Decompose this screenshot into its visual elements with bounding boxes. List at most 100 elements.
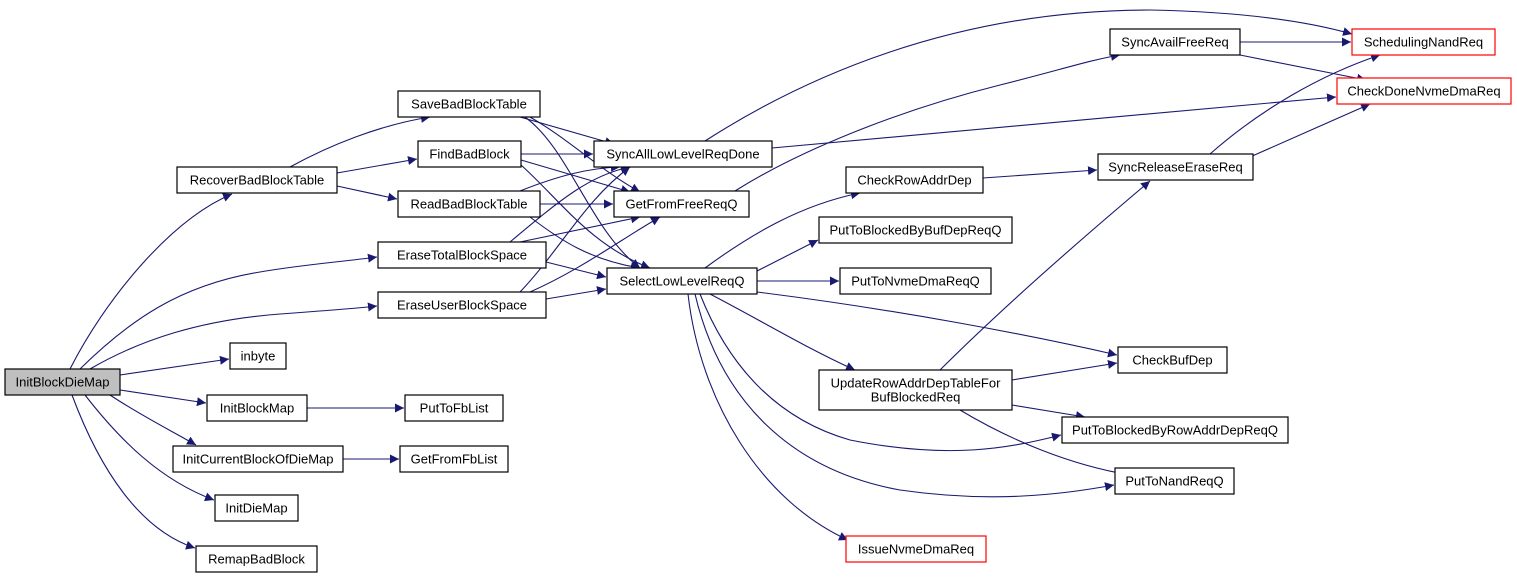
node-put-to-fb-list[interactable]: PutToFbList <box>404 394 504 422</box>
edge-erase-total-block-space-to-sync-all-low-level-req-done <box>509 164 631 243</box>
node-box <box>195 545 318 573</box>
edge-erase-total-block-space-to-select-low-level-req-q <box>545 261 607 280</box>
node-box <box>1109 28 1241 56</box>
node-box <box>818 216 1013 244</box>
node-box <box>397 190 541 218</box>
edge-find-bad-block-to-get-from-free-req-q <box>520 159 631 194</box>
node-read-bad-block-table[interactable]: ReadBadBlockTable <box>397 190 541 218</box>
node-label: InitDieMap <box>225 501 287 516</box>
node-box <box>397 90 541 118</box>
edge-sync-all-low-level-req-done-to-scheduling-nand-req <box>704 9 1353 142</box>
node-init-current-block-of-die-map[interactable]: InitCurrentBlockOfDieMap <box>172 445 344 473</box>
node-box <box>606 267 758 295</box>
node-label: PutToNandReqQ <box>1125 474 1223 489</box>
node-check-done-nvme-dma-req[interactable]: CheckDoneNvmeDmaReq <box>1336 77 1512 105</box>
node-select-low-level-req-q[interactable]: SelectLowLevelReqQ <box>606 267 758 295</box>
node-label: InitBlockMap <box>220 401 294 416</box>
node-check-buf-dep[interactable]: CheckBufDep <box>1117 346 1228 374</box>
node-erase-total-block-space[interactable]: EraseTotalBlockSpace <box>377 241 547 269</box>
edge-init-block-die-map-to-erase-total-block-space <box>79 253 378 370</box>
edge-erase-user-block-space-to-sync-all-low-level-req-done <box>519 166 631 293</box>
edge-recover-bad-block-table-to-save-bad-block-table <box>289 113 431 168</box>
edge-select-low-level-req-q-to-put-to-blocked-by-row-addr-dep-req-q <box>699 293 1062 452</box>
edge-erase-total-block-space-to-get-from-free-req-q <box>519 214 641 243</box>
node-erase-user-block-space[interactable]: EraseUserBlockSpace <box>377 291 547 319</box>
node-label: UpdateRowAddrDepTableFor <box>831 376 1001 391</box>
node-box <box>839 267 992 295</box>
edge-init-block-die-map-to-remap-bad-block <box>71 394 196 550</box>
node-scheduling-nand-req[interactable]: SchedulingNandReq <box>1351 28 1496 56</box>
node-box <box>1114 467 1235 495</box>
edge-init-block-die-map-to-init-die-map <box>84 394 215 502</box>
edge-select-low-level-req-q-to-update-row-addr-dep-table-for-buf-blocked-req <box>709 293 856 371</box>
node-inbyte[interactable]: inbyte <box>229 342 287 370</box>
node-box <box>845 535 987 563</box>
edge-recover-bad-block-table-to-read-bad-block-table <box>336 185 398 202</box>
edge-init-block-die-map-to-recover-bad-block-table <box>69 193 233 370</box>
node-label: InitBlockDieMap <box>16 375 110 390</box>
edge-update-row-addr-dep-table-for-buf-blocked-req-to-put-to-blocked-by-row-addr-dep-req-q <box>1011 404 1086 420</box>
node-label: CheckBufDep <box>1132 353 1212 368</box>
node-sync-all-low-level-req-done[interactable]: SyncAllLowLevelReqDone <box>593 140 773 168</box>
node-save-bad-block-table[interactable]: SaveBadBlockTable <box>397 90 541 118</box>
node-label: SyncAllLowLevelReqDone <box>606 147 759 162</box>
node-put-to-nand-req-q[interactable]: PutToNandReqQ <box>1114 467 1235 495</box>
edge-select-low-level-req-q-to-put-to-blocked-by-buf-dep-req-q <box>756 239 819 272</box>
node-box <box>818 369 1013 411</box>
node-label: PutToBlockedByRowAddrDepReqQ <box>1072 423 1278 438</box>
node-label: PutToNvmeDmaReqQ <box>851 274 980 289</box>
edge-get-from-free-req-q-to-sync-avail-free-req <box>734 52 1121 192</box>
edge-select-low-level-req-q-to-check-row-addr-dep <box>704 190 861 269</box>
edge-update-row-addr-dep-table-for-buf-blocked-req-to-put-to-nand-req-q <box>959 409 1131 478</box>
edge-sync-all-low-level-req-done-to-check-done-nvme-dma-req <box>771 93 1337 149</box>
edge-recover-bad-block-table-to-find-bad-block <box>336 156 418 174</box>
node-check-row-addr-dep[interactable]: CheckRowAddrDep <box>845 166 984 194</box>
node-put-to-blocked-by-buf-dep-req-q[interactable]: PutToBlockedByBufDepReqQ <box>818 216 1013 244</box>
edge-read-bad-block-table-to-select-low-level-req-q <box>529 216 641 272</box>
node-label: PutToBlockedByBufDepReqQ <box>830 223 1002 238</box>
edge-update-row-addr-dep-table-for-buf-blocked-req-to-check-buf-dep <box>1011 359 1118 381</box>
node-issue-nvme-dma-req[interactable]: IssueNvmeDmaReq <box>845 535 987 563</box>
edge-select-low-level-req-q-to-put-to-nand-req-q <box>694 293 1115 498</box>
node-recover-bad-block-table[interactable]: RecoverBadBlockTable <box>176 166 338 194</box>
node-init-die-map[interactable]: InitDieMap <box>214 494 299 522</box>
node-label: SchedulingNandReq <box>1364 35 1483 50</box>
node-box <box>1061 416 1289 444</box>
node-label: PutToFbList <box>420 401 489 416</box>
node-get-from-free-req-q[interactable]: GetFromFreeReqQ <box>613 190 750 218</box>
node-get-from-fb-list[interactable]: GetFromFbList <box>399 445 509 473</box>
node-remap-bad-block[interactable]: RemapBadBlock <box>195 545 318 573</box>
edge-sync-release-erase-req-to-check-done-nvme-dma-req <box>1249 103 1371 158</box>
node-box <box>1351 28 1496 56</box>
node-find-bad-block[interactable]: FindBadBlock <box>417 140 522 168</box>
node-box <box>176 166 338 194</box>
node-box <box>1097 153 1254 181</box>
node-sync-release-erase-req[interactable]: SyncReleaseEraseReq <box>1097 153 1254 181</box>
node-label: SelectLowLevelReqQ <box>619 274 744 289</box>
node-put-to-nvme-dma-req-q[interactable]: PutToNvmeDmaReqQ <box>839 267 992 295</box>
node-label: CheckRowAddrDep <box>857 173 971 188</box>
edge-init-block-die-map-to-erase-user-block-space <box>89 302 378 370</box>
node-label: RemapBadBlock <box>208 552 305 567</box>
edge-save-bad-block-table-to-sync-all-low-level-req-done <box>519 116 615 146</box>
node-label: GetFromFreeReqQ <box>626 197 738 212</box>
node-box <box>229 342 287 370</box>
node-box <box>593 140 773 168</box>
node-label: SaveBadBlockTable <box>411 97 527 112</box>
node-label: InitCurrentBlockOfDieMap <box>183 452 334 467</box>
node-box <box>417 140 522 168</box>
node-init-block-die-map[interactable]: InitBlockDieMap <box>4 368 121 396</box>
edges-layer <box>69 9 1381 550</box>
edge-init-block-die-map-to-init-block-map <box>119 389 207 407</box>
edge-sync-release-erase-req-to-scheduling-nand-req <box>1209 53 1381 155</box>
node-box <box>4 368 121 396</box>
node-label: inbyte <box>241 349 276 364</box>
node-box <box>404 394 504 422</box>
node-label: CheckDoneNvmeDmaReq <box>1347 84 1500 99</box>
node-put-to-blocked-by-row-addr-dep-req-q[interactable]: PutToBlockedByRowAddrDepReqQ <box>1061 416 1289 444</box>
node-init-block-map[interactable]: InitBlockMap <box>206 394 308 422</box>
node-label: IssueNvmeDmaReq <box>858 542 974 557</box>
node-box <box>399 445 509 473</box>
node-sync-avail-free-req[interactable]: SyncAvailFreeReq <box>1109 28 1241 56</box>
